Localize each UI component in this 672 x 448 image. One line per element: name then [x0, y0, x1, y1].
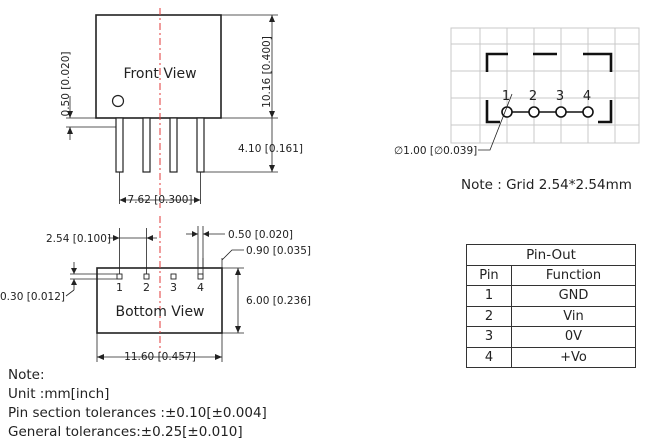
svg-text:2: 2: [529, 89, 537, 104]
svg-text:7.62 [0.300]: 7.62 [0.300]: [128, 194, 193, 206]
pin-function: GND: [510, 285, 637, 307]
pin-number: 3: [466, 326, 512, 348]
notes: Note: Unit :mm[inch] Pin section toleran…: [8, 366, 267, 442]
pin1-marker: [111, 94, 125, 108]
pin-function: Vin: [510, 305, 637, 327]
svg-text:1: 1: [502, 89, 510, 104]
note-general-tolerance: General tolerances:±0.25[±0.010]: [8, 424, 243, 440]
svg-text:6.00 [0.236]: 6.00 [0.236]: [246, 295, 311, 307]
svg-text:4: 4: [197, 281, 204, 294]
pinout-caption: Pin-Out: [466, 244, 636, 266]
front-view-title: Front View: [123, 66, 196, 82]
footprint-grid: [451, 28, 639, 143]
notes-title: Note:: [8, 367, 45, 383]
bottom-view-title: Bottom View: [115, 304, 204, 320]
grid-note: Note : Grid 2.54*2.54mm: [461, 177, 632, 193]
bottom-view-pin-numbers: 1 2 3 4: [116, 281, 204, 294]
table-row: 2 Vin: [466, 305, 637, 327]
svg-text:4.10 [0.161]: 4.10 [0.161]: [238, 143, 303, 155]
svg-text:2: 2: [143, 281, 150, 294]
pin-function: 0V: [510, 326, 637, 348]
svg-text:3: 3: [170, 281, 177, 294]
svg-text:10.16 [0.400]: 10.16 [0.400]: [261, 36, 273, 108]
dim-height: 10.16 [0.400]: [221, 14, 278, 119]
bottom-view: 1 2 3 4 Bottom View 2.54 [0.100] 0.50 [0…: [0, 216, 311, 363]
dim-pin-offset: 0.90 [0.035]: [202, 245, 311, 268]
dim-pin-depth: 0.30 [0.012]: [0, 262, 117, 303]
footprint-grid-frame: [450, 27, 640, 144]
bottom-view-pins: [116, 273, 204, 280]
svg-text:1: 1: [116, 281, 123, 294]
pin-number: 1: [466, 285, 512, 307]
table-row: 4 +Vo: [466, 346, 637, 368]
svg-text:0.50 [0.020]: 0.50 [0.020]: [60, 52, 72, 117]
dim-pitch: 2.54 [0.100]: [46, 228, 157, 274]
dim-thickness: 0.50 [0.020]: [60, 52, 116, 140]
svg-text:2.54 [0.100]: 2.54 [0.100]: [46, 233, 111, 245]
pinout-caption-row: Pin-Out: [466, 244, 636, 266]
note-unit: Unit :mm[inch]: [8, 386, 110, 402]
footprint-outline: [485, 52, 613, 124]
svg-text:4: 4: [583, 89, 591, 104]
table-row: 1 GND: [466, 285, 637, 307]
note-pin-tolerance: Pin section tolerances :±0.10[±0.004]: [8, 405, 267, 421]
footprint: 1 2 3 4 ∅1.00 [∅0.039] Note : Grid 2.54*…: [394, 27, 640, 193]
table-row: 3 0V: [466, 326, 637, 348]
dim-length: 11.60 [0.457]: [96, 333, 223, 363]
pinout-header-function: Function: [510, 264, 637, 286]
dim-width: 6.00 [0.236]: [222, 267, 311, 334]
footprint-pin-numbers: 1 2 3 4: [502, 89, 591, 104]
front-view: Front View 0.50 [0.020] 10.16 [0.400] 4.…: [60, 8, 303, 208]
hole-leader: [478, 93, 513, 151]
dim-pin-span: 7.62 [0.300]: [119, 172, 201, 206]
pinout-table: Pin-Out Pin Function 1 GND 2 Vin 3 0V 4 …: [466, 244, 637, 368]
front-view-body: [95, 14, 222, 119]
svg-text:0.30 [0.012]: 0.30 [0.012]: [0, 291, 65, 303]
footprint-holes: [501, 106, 594, 118]
dim-pin-length: 4.10 [0.161]: [204, 118, 303, 173]
pinout-header-row: Pin Function: [466, 264, 637, 286]
svg-text:0.50 [0.020]: 0.50 [0.020]: [228, 229, 293, 241]
svg-text:0.90 [0.035]: 0.90 [0.035]: [246, 245, 311, 257]
pin-number: 4: [466, 346, 512, 368]
dim-pin-width: 0.50 [0.020]: [186, 226, 293, 274]
pin-number: 2: [466, 305, 512, 327]
svg-text:11.60 [0.457]: 11.60 [0.457]: [124, 351, 196, 363]
pinout-header-pin: Pin: [466, 264, 512, 286]
svg-text:3: 3: [556, 89, 564, 104]
pin-function: +Vo: [510, 346, 637, 368]
hole-dim-label: ∅1.00 [∅0.039]: [394, 145, 477, 157]
